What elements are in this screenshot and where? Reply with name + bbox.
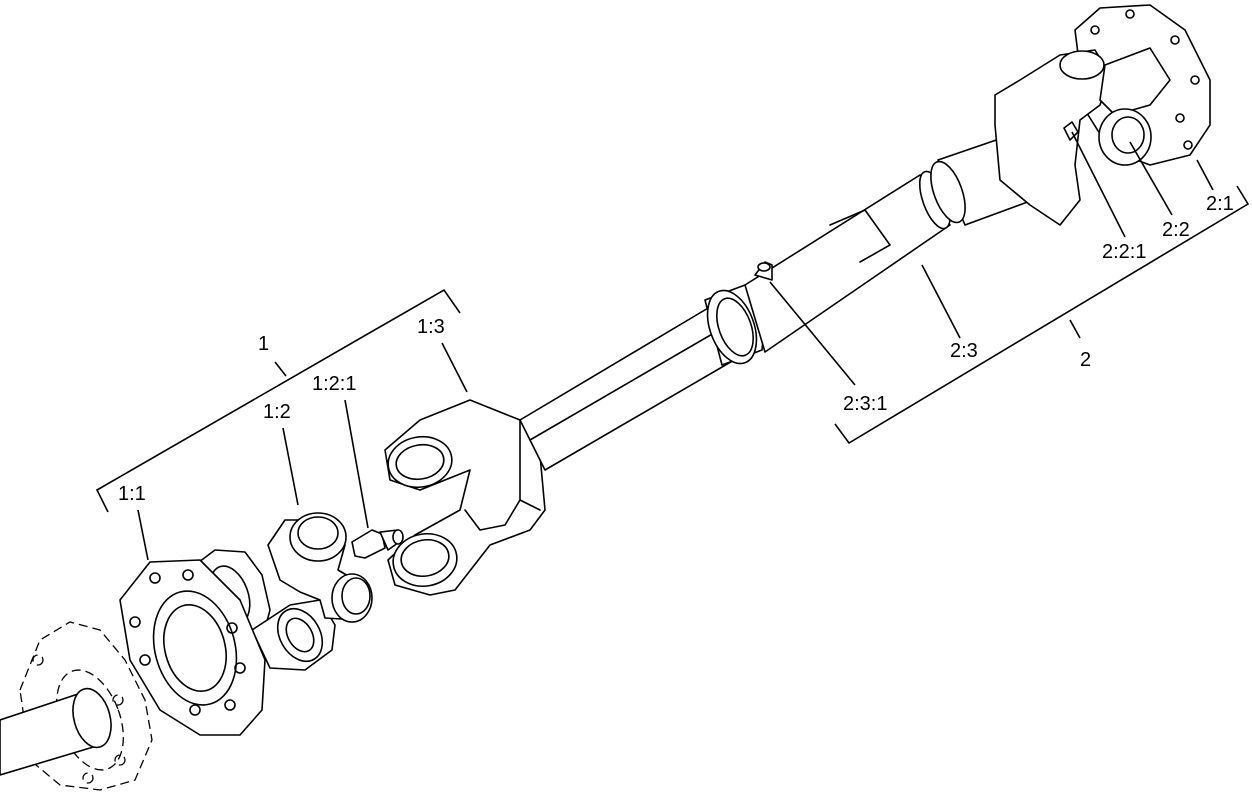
callout-2-3-1: 2:3:1	[843, 393, 887, 415]
grease-fitting-1-2-1	[351, 529, 404, 559]
group-bracket-1	[95, 288, 461, 513]
leader-2-3-1	[769, 281, 856, 386]
universal-joint-cross-2-2	[1098, 47, 1171, 166]
leader-2	[1069, 319, 1081, 339]
leader-2-1	[1196, 159, 1214, 191]
callout-2-2-1: 2:2:1	[1102, 241, 1146, 263]
leader-1-1	[137, 509, 149, 561]
leader-1-2	[282, 427, 299, 506]
callout-1: 1	[258, 333, 269, 355]
leader-2-2-1	[1071, 131, 1126, 238]
callout-1-1: 1:1	[118, 483, 146, 505]
callout-2-2: 2:2	[1162, 219, 1190, 241]
leader-1-2-1	[344, 399, 369, 529]
callout-2: 2	[1080, 349, 1091, 371]
input-shaft	[0, 687, 112, 776]
leader-1	[274, 361, 287, 377]
grease-fitting-2-3-1	[754, 261, 773, 281]
callout-1-2-1: 1:2:1	[312, 373, 356, 395]
group-bracket-2	[834, 185, 1250, 445]
callout-2-3: 2:3	[950, 340, 978, 362]
slip-yoke-1-3	[384, 399, 546, 596]
callout-1-3: 1:3	[417, 316, 445, 338]
slip-sleeve	[704, 284, 766, 366]
leader-1-3	[441, 342, 468, 393]
callout-2-1: 2:1	[1206, 193, 1234, 215]
callout-1-2: 1:2	[263, 401, 291, 423]
leader-2-3	[921, 264, 961, 339]
leader-2-2	[1129, 141, 1173, 216]
universal-joint-cross-1-2	[267, 512, 373, 623]
flange-yoke-1-1	[119, 549, 336, 736]
tube-2-3	[744, 170, 952, 353]
leader-lines	[137, 131, 1214, 561]
